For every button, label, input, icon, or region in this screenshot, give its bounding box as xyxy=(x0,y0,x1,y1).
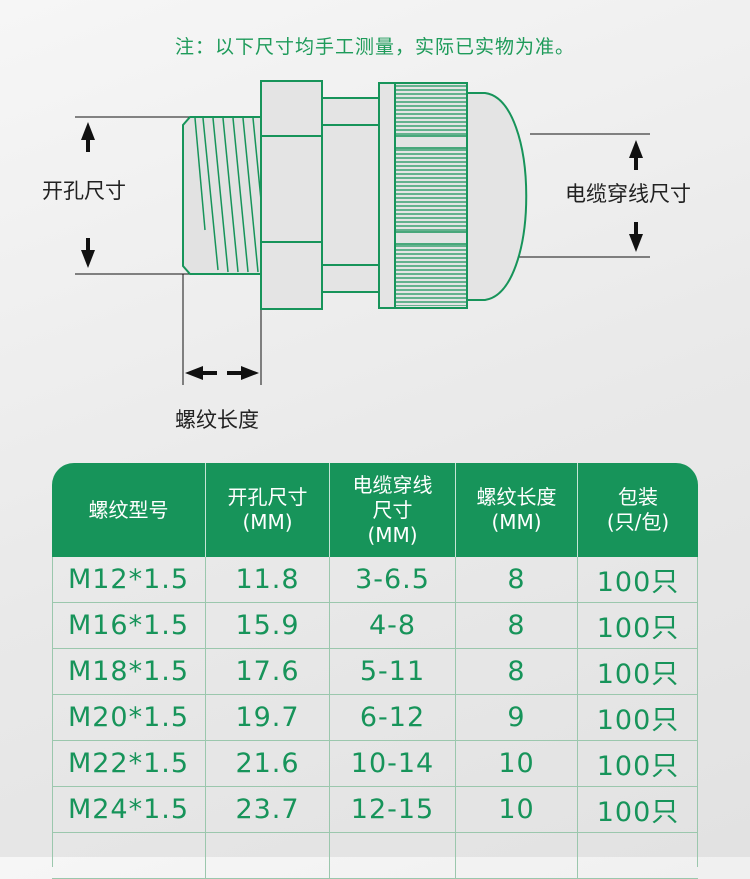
thread-length-arrows xyxy=(185,366,259,380)
table-cell: 8 xyxy=(456,649,578,694)
cable-gland-diagram: 开孔尺寸 电缆穿线尺寸 螺纹长度 xyxy=(42,80,691,432)
header-cell: 开孔尺寸 (MM) xyxy=(206,463,330,557)
table-cell: M24*1.5 xyxy=(52,787,206,832)
table-cell xyxy=(206,833,330,878)
table-cell: 100只 xyxy=(596,797,680,828)
table-cell xyxy=(456,833,578,878)
spec-table: 螺纹型号 开孔尺寸 (MM) 电缆穿线 尺寸 (MM) 螺纹长度 (MM) 包装… xyxy=(52,463,698,879)
table-cell: 10-14 xyxy=(330,741,456,786)
table-cell: M22*1.5 xyxy=(52,741,206,786)
measurement-note: 注：以下尺寸均手工测量，实际已实物为准。 xyxy=(174,36,575,58)
table-cell: 11.8 xyxy=(206,557,330,602)
table-cell: 4-8 xyxy=(330,603,456,648)
hex-nut xyxy=(260,80,323,310)
table-cell: 12-15 xyxy=(330,787,456,832)
dimension-lines xyxy=(75,116,650,385)
thread-section xyxy=(182,116,262,275)
dome-cap xyxy=(466,92,528,301)
table-cell: 8 xyxy=(456,557,578,602)
table-cell xyxy=(330,833,456,878)
table-border-right xyxy=(697,557,698,867)
table-cell: 19.7 xyxy=(206,695,330,740)
knurled-cap xyxy=(378,82,468,309)
table-cell: 23.7 xyxy=(206,787,330,832)
table-cell: M12*1.5 xyxy=(52,557,206,602)
table-cell: 21.6 xyxy=(206,741,330,786)
table-cell: 17.6 xyxy=(206,649,330,694)
table-cell: 100只 xyxy=(596,705,680,736)
cable-size-label: 电缆穿线尺寸 xyxy=(565,182,691,206)
table-border-left xyxy=(52,557,53,867)
hole-size-label: 开孔尺寸 xyxy=(42,179,126,203)
table-cell: 15.9 xyxy=(206,603,330,648)
seal-body xyxy=(321,97,380,293)
table-cell: M20*1.5 xyxy=(52,695,206,740)
table-cell: 10 xyxy=(456,787,578,832)
table-cell: 100只 xyxy=(596,567,680,598)
table-cell: 6-12 xyxy=(330,695,456,740)
header-cell: 螺纹型号 xyxy=(52,463,206,557)
table-cell: 10 xyxy=(456,741,578,786)
hole-size-arrows xyxy=(81,122,95,268)
table-cell: 9 xyxy=(456,695,578,740)
table-cell: 100只 xyxy=(596,659,680,690)
table-row xyxy=(52,833,698,879)
table-cell: 100只 xyxy=(596,613,680,644)
header-cell: 电缆穿线 尺寸 (MM) xyxy=(330,463,456,557)
header-cell: 包装 (只/包) xyxy=(606,485,670,534)
table-cell: 5-11 xyxy=(330,649,456,694)
thread-length-label: 螺纹长度 xyxy=(175,408,259,432)
table-cell: 100只 xyxy=(596,751,680,782)
header-cell: 螺纹长度 (MM) xyxy=(456,463,578,557)
table-cell: 8 xyxy=(456,603,578,648)
table-cell xyxy=(578,833,698,878)
table-cell: M18*1.5 xyxy=(52,649,206,694)
table-cell: 3-6.5 xyxy=(330,557,456,602)
table-cell xyxy=(52,833,206,878)
cable-size-arrows xyxy=(629,140,643,252)
table-cell: M16*1.5 xyxy=(52,603,206,648)
table-header: 螺纹型号 开孔尺寸 (MM) 电缆穿线 尺寸 (MM) 螺纹长度 (MM) 包装… xyxy=(52,463,698,557)
